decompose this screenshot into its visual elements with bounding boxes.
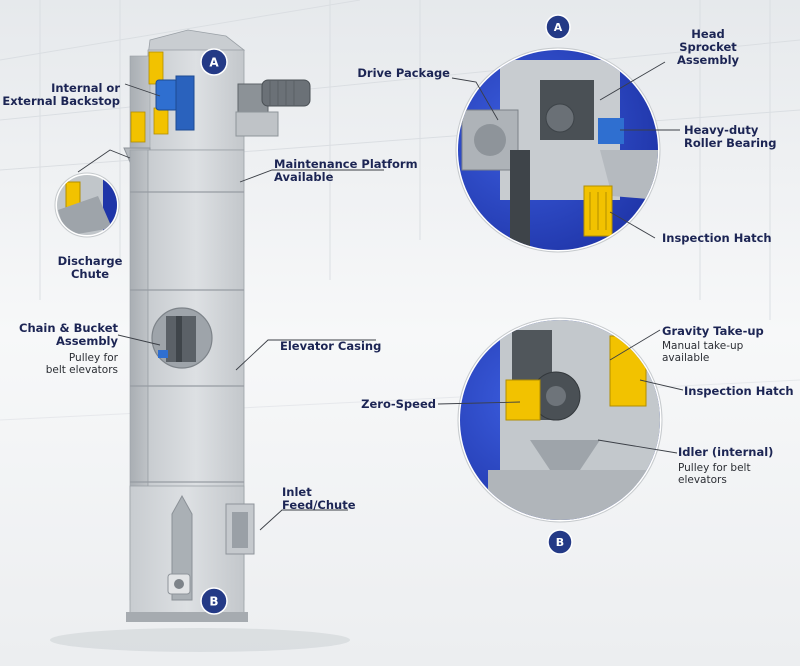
bucket-blue [158,350,168,358]
detail-a-bearing [598,118,624,144]
svg-text:B: B [209,595,218,609]
callout-zero-speed: Zero-Speed [361,397,436,411]
svg-text:B: B [556,536,564,549]
leader-lines [77,61,684,531]
callout-internal-backstop: Internal or External Backstop [2,81,120,108]
callout-maintenance-platform: Maintenance Platform Available [274,157,418,184]
badge-b-main: B [200,587,228,615]
head-hatch-mid [153,107,169,135]
callout-elevator-casing: Elevator Casing [280,339,382,353]
callout-heavy-duty-bearing: Heavy-duty Roller Bearing [684,123,777,150]
callout-idler-sub: Pulley for belt elevators [678,462,751,486]
badge-a-detail: A [545,14,571,40]
backstop-unit [155,79,179,111]
detail-b [457,317,663,523]
callout-inspection-hatch-b: Inspection Hatch [684,384,794,398]
callout-chain-bucket: Chain & Bucket Assembly [19,321,118,348]
drive-platform [235,111,279,137]
callout-inspection-hatch-a: Inspection Hatch [662,231,772,245]
detail-a [455,47,661,253]
badge-a-main: A [200,48,228,76]
callout-discharge-chute: Discharge Chute [57,254,123,281]
head-hatch-upper [148,51,164,85]
detail-b-zero-speed [505,379,541,421]
svg-text:A: A [554,21,563,34]
head-hatch-lower [130,111,146,143]
callout-gravity-takeup-sub: Manual take-up available [662,340,744,364]
callout-chain-bucket-sub: Pulley for belt elevators [45,352,118,376]
svg-text:A: A [209,56,219,70]
callout-inlet-feed: Inlet Feed/Chute [282,485,356,512]
discharge-chute-detail [54,172,120,238]
backstop-bracket [175,75,195,131]
boot-base [126,612,248,622]
callout-drive-package: Drive Package [357,66,450,80]
callout-gravity-takeup: Gravity Take-up [662,324,764,338]
badge-b-detail: B [547,529,573,555]
floor-shadow [50,628,350,652]
callout-idler: Idler (internal) [678,445,774,459]
elevator [123,29,311,622]
callout-head-sprocket: Head Sprocket Assembly [676,27,740,67]
